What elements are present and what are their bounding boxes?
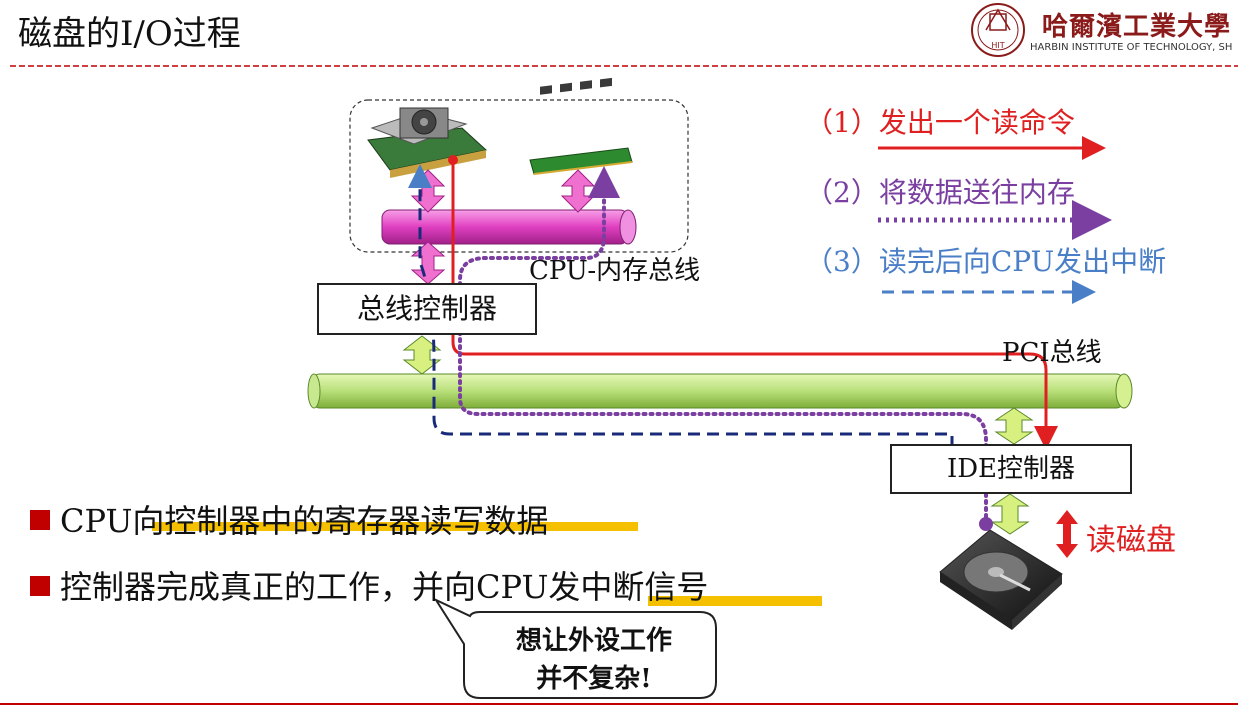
read-command-path [451, 160, 1058, 450]
legend-item-read-command: （1）发出一个读命令 [805, 106, 1075, 139]
cpu-memory-bus-cylinder [381, 209, 637, 245]
bus-controller-box: 总线控制器 [317, 283, 537, 335]
logo-cn-text: 哈爾濱工業大學 [1042, 12, 1232, 42]
memory-module-image [529, 77, 633, 175]
header-divider [10, 65, 1238, 67]
cpu-chip-image [367, 107, 488, 178]
interrupt-path [408, 164, 954, 448]
svg-text:HIT: HIT [991, 41, 1004, 50]
read-disk-arrow [1056, 510, 1078, 558]
pci-double-arrows [402, 335, 1034, 535]
bullet-square-icon [30, 576, 50, 596]
hard-disk-image [939, 529, 1063, 630]
callout-bubble [433, 597, 717, 699]
cpu-memory-group-box [349, 99, 689, 253]
logo-en-text: HARBIN INSTITUTE OF TECHNOLOGY, SH [1030, 42, 1233, 53]
callout-text: 想让外设工作 并不复杂! [478, 622, 710, 698]
pci-bus-label: PCI总线 [1002, 338, 1102, 368]
bullet-item: CPU向控制器中的寄存器读写数据 [30, 496, 548, 542]
legend-item-interrupt: （3）读完后向CPU发出中断 [805, 245, 1167, 278]
ide-controller-box: IDE控制器 [890, 444, 1132, 494]
bullet-item: 控制器完成真正的工作，并向CPU发中断信号 [30, 562, 708, 608]
cpu-memory-bus-label: CPU-内存总线 [529, 256, 701, 286]
hit-logo: HIT [971, 3, 1025, 57]
bullet-text: CPU向控制器中的寄存器读写数据 [60, 502, 549, 540]
callout-line-1: 想让外设工作 [515, 626, 672, 656]
pci-bus-cylinder [307, 373, 1133, 409]
highlight-1 [152, 522, 638, 531]
bullet-text: 控制器完成真正的工作，并向CPU发中断信号 [60, 568, 709, 606]
bullet-square-icon [30, 510, 50, 530]
page-title: 磁盘的I/O过程 [18, 14, 241, 54]
legend-item-data-to-memory: （2）将数据送往内存 [805, 176, 1075, 209]
read-disk-label: 读磁盘 [1086, 523, 1176, 558]
highlight-2 [648, 596, 822, 606]
data-to-memory-path [458, 166, 988, 526]
callout-line-2: 并不复杂! [536, 664, 652, 694]
